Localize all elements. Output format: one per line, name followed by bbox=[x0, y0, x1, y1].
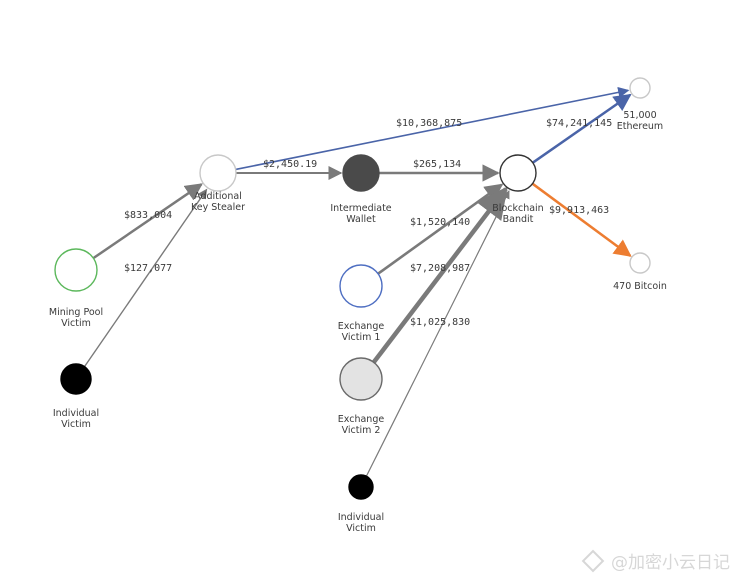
node-circle-intermediate bbox=[342, 154, 380, 192]
edge-band-btc bbox=[531, 182, 632, 257]
node-circle-additional bbox=[199, 154, 237, 192]
edge-label-band-btc: $9,913,463 bbox=[549, 205, 609, 216]
edge-label-band-eth: $74,241,145 bbox=[546, 118, 612, 129]
node-label-btc-1: 470 Bitcoin bbox=[613, 281, 667, 292]
node-label-eth-1: 51,000 bbox=[623, 110, 656, 121]
edge-label-mine-add: $833,004 bbox=[124, 210, 172, 221]
edge-add-eth bbox=[235, 86, 630, 171]
edge-ind2-band bbox=[365, 190, 510, 477]
node-circle-indiv2 bbox=[348, 474, 374, 500]
node-circle-mining bbox=[54, 248, 98, 292]
node-label-bandit-2: Bandit bbox=[503, 214, 534, 225]
node-label-indiv2-1: Individual bbox=[338, 512, 384, 523]
node-label-additional-1: Additional bbox=[194, 191, 242, 202]
node-label-indiv1-2: Victim bbox=[61, 419, 91, 430]
node-label-exch1-1: Exchange bbox=[338, 321, 385, 332]
edge-mine-add bbox=[92, 183, 203, 260]
edges-layer bbox=[83, 86, 632, 477]
edge-label-ind2-band: $1,025,830 bbox=[410, 317, 470, 328]
watermark: @加密小云日记 bbox=[581, 548, 730, 573]
edge-label-ind1-add: $127,077 bbox=[124, 263, 172, 274]
node-label-indiv2-2: Victim bbox=[346, 523, 376, 534]
node-label-intermediate-1: Intermediate bbox=[330, 203, 391, 214]
node-label-indiv1-1: Individual bbox=[53, 408, 99, 419]
edge-ex2-band bbox=[371, 186, 508, 364]
node-circle-bandit bbox=[499, 154, 537, 192]
node-label-exch2-1: Exchange bbox=[338, 414, 385, 425]
node-circle-exch2 bbox=[339, 357, 383, 401]
edge-label-ex1-band: $1,520,140 bbox=[410, 217, 470, 228]
node-label-exch1-2: Victim 1 bbox=[342, 332, 381, 343]
edge-label-add-int: $2,450.19 bbox=[263, 159, 317, 170]
node-circle-btc bbox=[629, 252, 651, 274]
edge-label-int-band: $265,134 bbox=[413, 159, 461, 170]
node-circle-exch1 bbox=[339, 264, 383, 308]
watermark-logo-icon bbox=[581, 549, 605, 572]
node-label-mining-2: Victim bbox=[61, 318, 91, 329]
node-label-additional-2: Key Stealer bbox=[191, 202, 245, 213]
edge-label-ex2-band: $7,208,987 bbox=[410, 263, 470, 274]
edge-band-eth bbox=[532, 93, 632, 164]
edge-ex1-band bbox=[377, 183, 504, 275]
node-label-mining-1: Mining Pool bbox=[49, 307, 103, 318]
edge-labels-layer: $10,368,875 $2,450.19 $265,134 $74,241,145 $… bbox=[124, 118, 612, 328]
node-label-bandit-1: Blockchain bbox=[492, 203, 543, 214]
edge-ind1-add bbox=[83, 188, 208, 368]
node-circle-eth bbox=[629, 77, 651, 99]
node-btc: 470 Bitcoin bbox=[613, 252, 667, 292]
node-label-eth-2: Ethereum bbox=[617, 121, 663, 132]
node-label-exch2-2: Victim 2 bbox=[342, 425, 381, 436]
watermark-text: @加密小云日记 bbox=[611, 553, 730, 573]
node-label-intermediate-2: Wallet bbox=[346, 214, 376, 225]
edge-label-add-eth: $10,368,875 bbox=[396, 118, 462, 129]
node-circle-indiv1 bbox=[60, 363, 92, 395]
